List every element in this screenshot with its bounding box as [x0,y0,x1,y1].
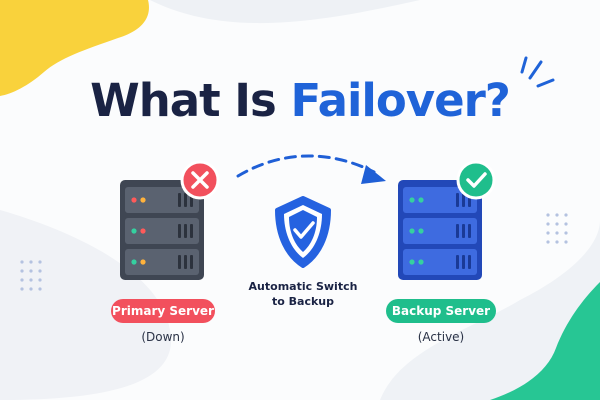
primary-server-label: Primary Server [111,299,215,323]
backup-server-icon [398,180,482,280]
page-title: What Is Failover? [0,74,600,127]
dot-grid-left [20,260,42,291]
title-dark-part: What Is [90,74,291,127]
yellow-blob [0,0,149,96]
failover-arrow [236,154,386,184]
switch-caption-line1: Automatic Switch [248,280,358,293]
switch-caption-line2: to Backup [272,295,334,308]
bg-blob-bottom-left [0,210,172,400]
shield-check-icon [275,196,331,268]
sparkle-icon [520,56,555,88]
backup-server-label: Backup Server [386,299,496,323]
bg-blob-top [150,0,420,24]
bg-blob-bottom-right [380,220,600,400]
switch-caption: Automatic Switch to Backup [238,279,368,309]
primary-server-icon [120,180,204,280]
x-icon [180,160,220,200]
backup-server-status: (Active) [417,330,465,344]
check-icon [456,160,496,200]
title-accent-part: Failover? [290,74,511,127]
dot-grid-right [546,213,568,244]
green-blob [490,282,600,400]
primary-server-status: (Down) [141,330,185,344]
